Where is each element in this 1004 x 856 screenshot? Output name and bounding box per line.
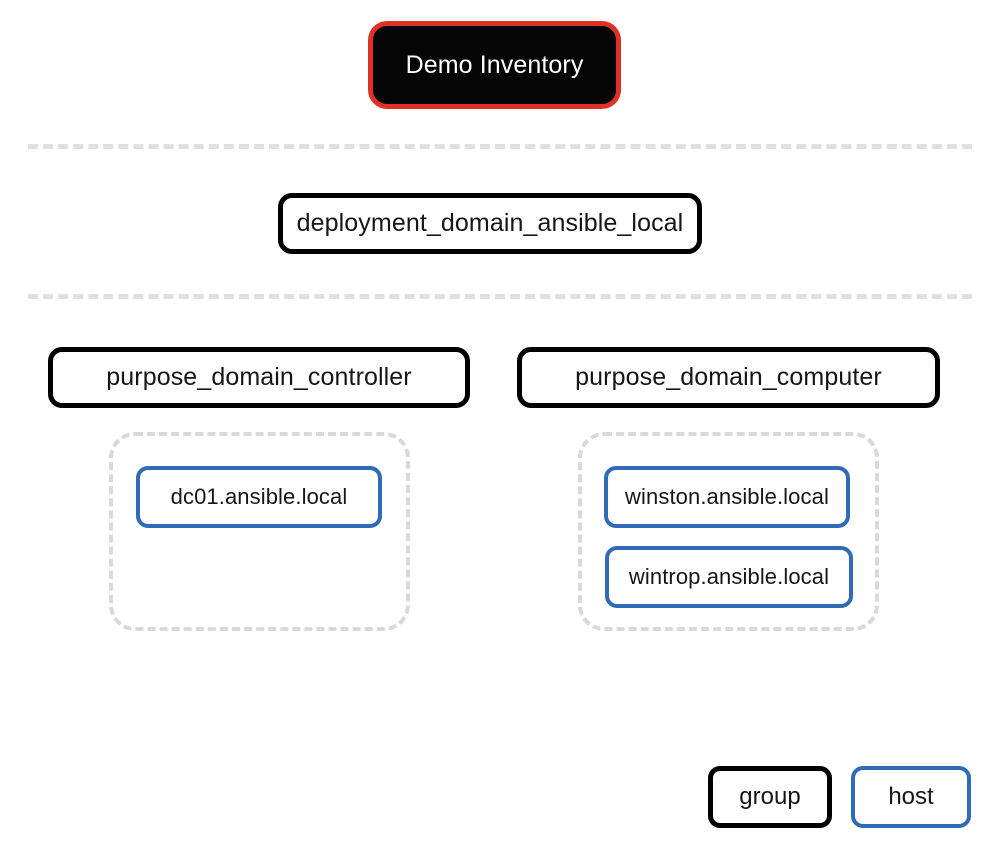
legend-item-group: group (708, 766, 832, 828)
node-label: purpose_domain_controller (106, 363, 412, 391)
host-container-purpose-domain-controller (109, 432, 410, 631)
node-label: deployment_domain_ansible_local (296, 209, 684, 237)
node-host-dc01-ansible-local[interactable]: dc01.ansible.local (136, 466, 382, 528)
node-host-wintrop-ansible-local[interactable]: wintrop.ansible.local (605, 546, 853, 608)
node-label: wintrop.ansible.local (628, 564, 830, 589)
rank-separator-2 (28, 294, 972, 299)
node-group-purpose-domain-controller[interactable]: purpose_domain_controller (48, 347, 470, 408)
node-label: dc01.ansible.local (170, 484, 348, 509)
node-label: Demo Inventory (405, 50, 584, 79)
node-label: winston.ansible.local (625, 484, 829, 509)
node-host-winston-ansible-local[interactable]: winston.ansible.local (604, 466, 850, 528)
node-group-purpose-domain-computer[interactable]: purpose_domain_computer (517, 347, 940, 408)
rank-separator-1 (28, 144, 972, 149)
legend-label: host (888, 783, 934, 810)
host-container-purpose-domain-computer (578, 432, 879, 631)
node-group-deployment-domain-ansible-local[interactable]: deployment_domain_ansible_local (278, 193, 702, 254)
legend-item-host: host (851, 766, 971, 828)
node-root-demo-inventory[interactable]: Demo Inventory (373, 26, 616, 104)
legend-label: group (739, 783, 801, 810)
node-label: purpose_domain_computer (575, 363, 882, 391)
